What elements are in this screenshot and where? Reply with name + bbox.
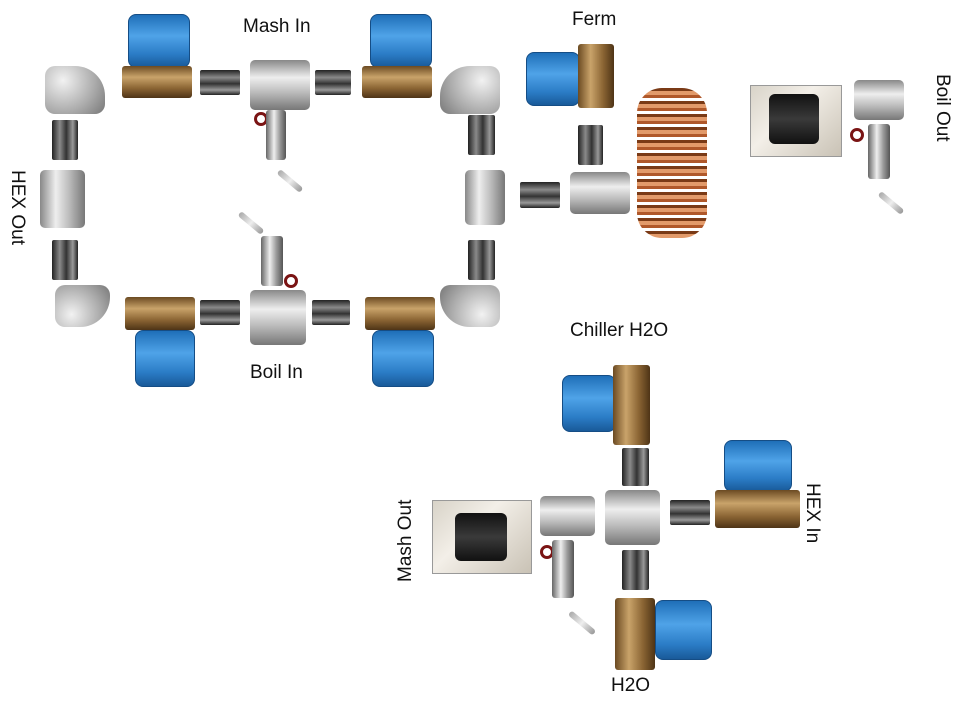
tee-fitting bbox=[250, 290, 306, 345]
label-boil-out: Boil Out bbox=[932, 74, 953, 142]
label-mash-in: Mash In bbox=[243, 16, 311, 37]
elbow-fitting bbox=[55, 285, 110, 327]
elbow-fitting bbox=[440, 285, 500, 327]
pipe-nipple bbox=[52, 120, 78, 160]
label-hex-out: HEX Out bbox=[7, 170, 28, 245]
ball-valve bbox=[615, 598, 655, 670]
valve-actuator bbox=[724, 440, 792, 492]
ball-valve bbox=[122, 66, 192, 98]
ball-valve bbox=[362, 66, 432, 98]
pipe-nipple bbox=[670, 500, 710, 525]
pump-motor bbox=[769, 94, 819, 144]
tee-fitting bbox=[570, 172, 630, 214]
valve-actuator bbox=[526, 52, 580, 106]
pipe-nipple bbox=[200, 70, 240, 95]
compression-fitting bbox=[261, 236, 283, 286]
pipe-nipple bbox=[52, 240, 78, 280]
label-chiller-h2o: Chiller H2O bbox=[570, 320, 669, 341]
tee-fitting bbox=[465, 170, 505, 225]
pipe-nipple bbox=[622, 550, 649, 590]
elbow-fitting bbox=[440, 66, 500, 114]
pipe-nipple bbox=[315, 70, 351, 95]
label-h2o: H2O bbox=[611, 675, 651, 696]
label-boil-in: Boil In bbox=[250, 362, 303, 383]
ball-valve bbox=[365, 297, 435, 330]
ball-valve bbox=[578, 44, 614, 108]
ball-valve bbox=[613, 365, 650, 445]
pipe-nipple bbox=[312, 300, 350, 325]
valve-actuator bbox=[655, 600, 712, 660]
temperature-sensor bbox=[567, 610, 597, 636]
pipe-nipple bbox=[468, 240, 495, 280]
pipe-nipple bbox=[622, 448, 649, 486]
compression-fitting bbox=[868, 124, 890, 179]
compression-fitting bbox=[552, 540, 574, 598]
pipe-nipple bbox=[200, 300, 240, 325]
tee-fitting bbox=[540, 496, 595, 536]
label-ferm: Ferm bbox=[572, 9, 617, 30]
elbow-fitting bbox=[45, 66, 105, 114]
valve-actuator bbox=[128, 14, 190, 68]
pipe-nipple bbox=[520, 182, 560, 208]
valve-actuator bbox=[370, 14, 432, 68]
valve-actuator bbox=[562, 375, 616, 432]
cross-fitting bbox=[605, 490, 660, 545]
tee-fitting bbox=[854, 80, 904, 120]
ball-valve bbox=[715, 490, 800, 528]
temperature-sensor bbox=[237, 211, 265, 235]
o-ring bbox=[850, 128, 864, 142]
tee-fitting bbox=[250, 60, 310, 110]
pump-motor bbox=[455, 513, 507, 561]
o-ring bbox=[284, 274, 298, 288]
pipe-nipple bbox=[468, 115, 495, 155]
tee-fitting bbox=[40, 170, 85, 228]
valve-actuator bbox=[135, 330, 195, 387]
label-mash-out: Mash Out bbox=[395, 499, 416, 582]
copper-chiller-coil bbox=[637, 88, 707, 238]
label-hex-in: HEX In bbox=[802, 483, 823, 544]
valve-actuator bbox=[372, 330, 434, 387]
pump bbox=[750, 85, 842, 157]
temperature-sensor bbox=[276, 169, 304, 193]
temperature-sensor bbox=[877, 191, 905, 215]
compression-fitting bbox=[266, 110, 286, 160]
pump bbox=[432, 500, 532, 574]
ball-valve bbox=[125, 297, 195, 330]
pipe-nipple bbox=[578, 125, 603, 165]
